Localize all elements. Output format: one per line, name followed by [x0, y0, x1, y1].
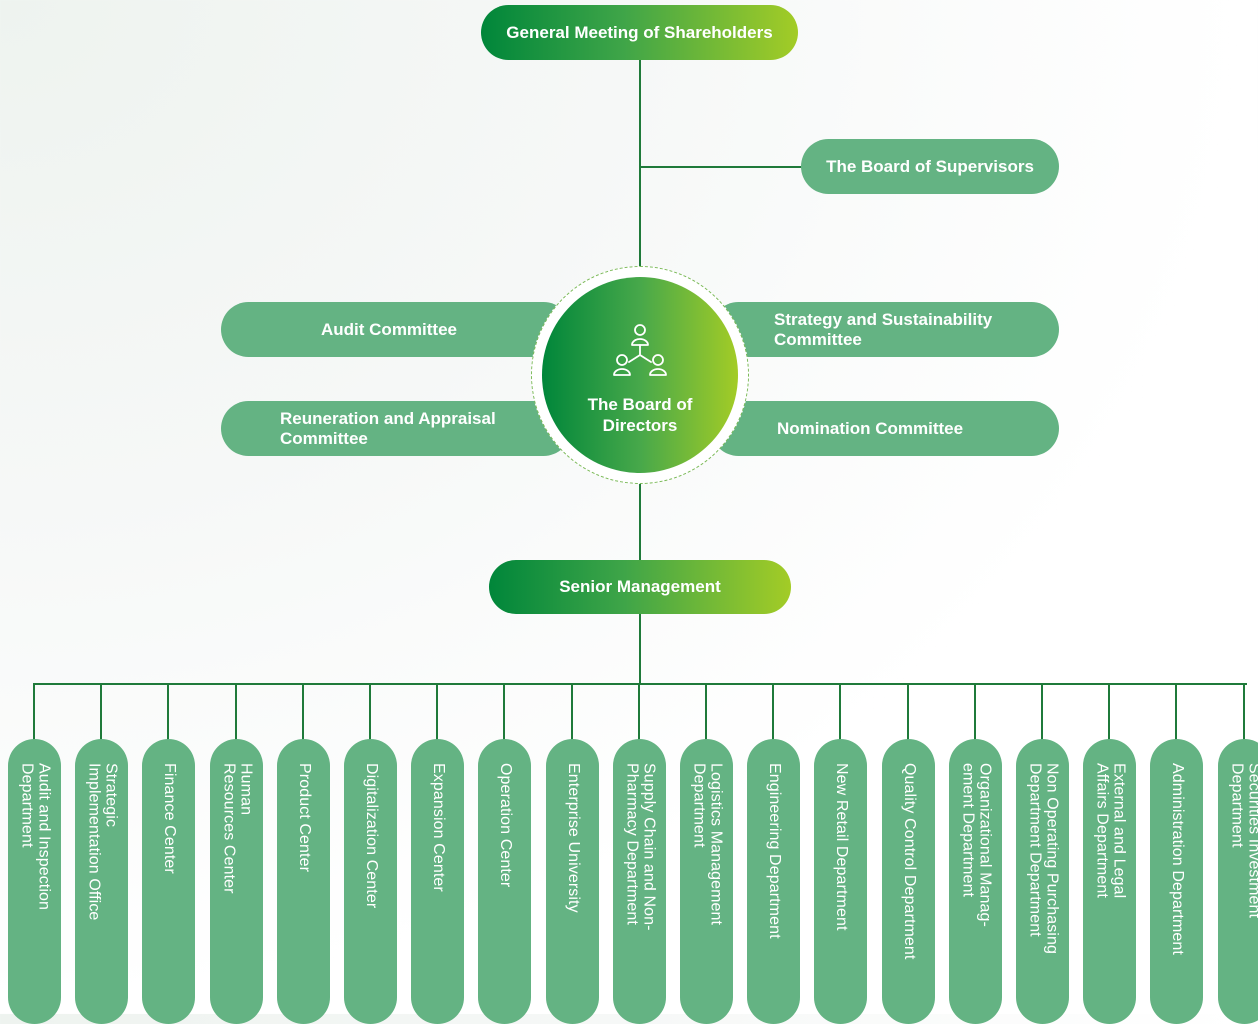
- department-drop-line: [503, 683, 505, 740]
- connector-board-management: [639, 484, 641, 562]
- department-label: Organizational Manag- ement Department: [959, 763, 994, 927]
- department-node: Quality Control Department: [882, 739, 935, 1024]
- department-node: Enterprise University: [546, 739, 599, 1024]
- department-drop-line: [1108, 683, 1110, 740]
- senior-management-node: Senior Management: [489, 560, 791, 614]
- department-node: Engineering Department: [747, 739, 800, 1024]
- strategy-committee-node: Strategy and Sustainability Committee: [711, 302, 1059, 357]
- remuneration-committee-node: Reuneration and Appraisal Committee: [221, 401, 571, 456]
- department-label: Digitalization Center: [362, 763, 380, 909]
- department-node: Human Resources Center: [210, 739, 263, 1024]
- department-node: Non Operating Purchasing Department Depa…: [1016, 739, 1069, 1024]
- board-title: The Board of Directors: [587, 395, 693, 435]
- department-node: Administration Department: [1150, 739, 1203, 1024]
- department-label: Quality Control Department: [900, 763, 918, 960]
- connector-management-departments: [639, 612, 641, 684]
- department-label: Strategic Implementation Office: [85, 763, 120, 921]
- supervisors-node: The Board of Supervisors: [801, 139, 1059, 194]
- board-of-directors-node: The Board of Directors: [542, 277, 738, 473]
- department-node: Supply Chain and Non- Pharmacy Departmen…: [613, 739, 666, 1024]
- department-drop-line: [974, 683, 976, 740]
- department-label: Expansion Center: [429, 763, 447, 892]
- department-node: Operation Center: [478, 739, 531, 1024]
- departments-bus-line: [33, 683, 1247, 685]
- department-drop-line: [436, 683, 438, 740]
- department-node: Digitalization Center: [344, 739, 397, 1024]
- department-label: Logistics Management Department: [690, 763, 725, 926]
- department-node: External and Legal Affairs Department: [1083, 739, 1136, 1024]
- department-node: Organizational Manag- ement Department: [949, 739, 1002, 1024]
- department-node: Finance Center: [142, 739, 195, 1024]
- people-network-icon: [612, 322, 668, 383]
- shareholders-node: General Meeting of Shareholders: [481, 5, 798, 60]
- department-drop-line: [302, 683, 304, 740]
- department-node: Expansion Center: [411, 739, 464, 1024]
- department-drop-line: [839, 683, 841, 740]
- department-drop-line: [907, 683, 909, 740]
- department-label: Product Center: [295, 763, 313, 873]
- connector-supervisors: [640, 166, 805, 168]
- department-node: Strategic Implementation Office: [75, 739, 128, 1024]
- department-drop-line: [235, 683, 237, 740]
- department-label: Audit and Inspection Department: [18, 763, 53, 910]
- department-label: Non Operating Purchasing Department Depa…: [1026, 763, 1061, 954]
- nomination-committee-node: Nomination Committee: [711, 401, 1059, 456]
- department-drop-line: [369, 683, 371, 740]
- department-drop-line: [33, 683, 35, 740]
- department-node: New Retail Department: [814, 739, 867, 1024]
- department-drop-line: [1175, 683, 1177, 740]
- department-drop-line: [638, 683, 640, 740]
- department-label: Administration Department: [1168, 763, 1186, 955]
- department-label: Operation Center: [496, 763, 514, 888]
- department-label: Enterprise University: [564, 763, 582, 913]
- audit-committee-node: Audit Committee: [221, 302, 571, 357]
- department-label: Supply Chain and Non- Pharmacy Departmen…: [623, 763, 658, 931]
- department-node: Audit and Inspection Department: [8, 739, 61, 1024]
- department-drop-line: [100, 683, 102, 740]
- department-label: Human Resources Center: [220, 763, 255, 894]
- department-label: Engineering Department: [765, 763, 783, 939]
- department-drop-line: [705, 683, 707, 740]
- department-node: Logistics Management Department: [680, 739, 733, 1024]
- department-label: Finance Center: [160, 763, 178, 874]
- department-label: New Retail Department: [832, 763, 850, 931]
- department-drop-line: [571, 683, 573, 740]
- department-drop-line: [772, 683, 774, 740]
- department-node: Securities Investment Department: [1218, 739, 1258, 1024]
- department-drop-line: [1243, 683, 1245, 740]
- department-label: External and Legal Affairs Department: [1093, 763, 1128, 899]
- connector-shareholders-board: [639, 58, 641, 268]
- department-label: Securities Investment Department: [1228, 763, 1258, 919]
- department-drop-line: [1041, 683, 1043, 740]
- department-drop-line: [167, 683, 169, 740]
- department-node: Product Center: [277, 739, 330, 1024]
